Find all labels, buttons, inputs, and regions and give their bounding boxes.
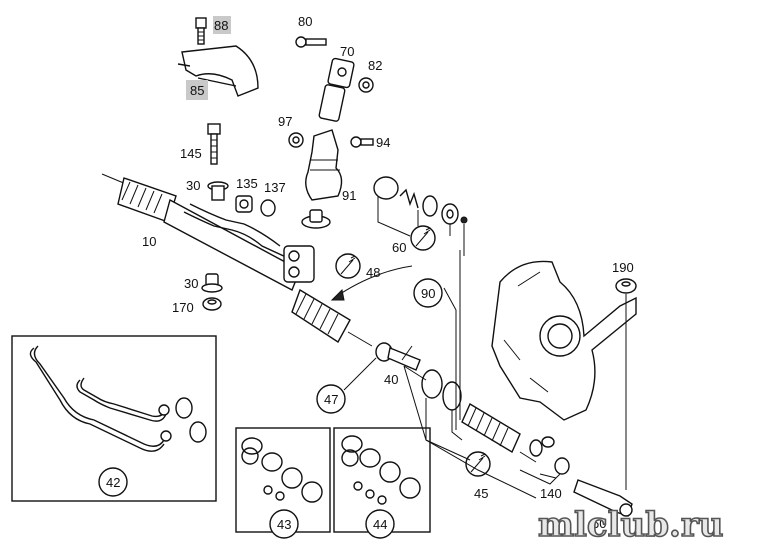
wrench-icon [410,225,436,251]
label-47: 47 [324,392,338,407]
nut-190 [615,278,637,294]
valve-cap [373,176,399,200]
label-44: 44 [373,517,387,532]
heat-shield-85 [177,45,259,97]
label-135: 135 [236,176,258,191]
washer-flange [301,209,331,229]
valve-ball [460,216,468,224]
tie-rod-end [573,479,633,517]
label-60-lower: 60 [592,516,606,531]
label-bg-85 [186,80,208,100]
clamp-ring-large [421,369,443,399]
label-80: 80 [298,14,312,29]
wrench-icon [465,451,491,477]
arrowhead [330,288,345,301]
universal-joint-70 [318,57,355,122]
label-10: 10 [142,234,156,249]
label-60-upper: 60 [392,240,406,255]
label-145: 145 [180,146,202,161]
bolt-88 [195,17,207,45]
fitting-135 [235,195,253,213]
label-170: 170 [172,300,194,315]
label-42: 42 [106,475,120,490]
callout-circle-42 [98,467,128,497]
bolt-80 [295,36,327,48]
label-90: 90 [421,286,435,301]
leader-60 [377,196,465,256]
label-48: 48 [366,265,380,280]
hydraulic-lines [29,345,207,452]
fitting-30-lower [201,273,223,293]
label-91: 91 [342,188,356,203]
bolt-145 [207,123,221,165]
label-88: 88 [214,18,228,33]
label-97: 97 [278,114,292,129]
small-clamp [529,436,555,457]
leader-47 [343,357,377,391]
fitting-30-upper [207,181,229,201]
leader-90 [443,250,461,430]
clamp-ring-medium [442,381,462,411]
seal-kit-43 [241,437,323,503]
label-190: 190 [612,260,634,275]
lock-nut-140 [554,457,570,475]
label-30-upper: 30 [186,178,200,193]
seal-ring-137 [260,199,276,217]
label-45: 45 [474,486,488,501]
tie-rod-boot-45 [461,402,521,454]
callout-circle-43 [269,509,299,539]
seal-kit-44 [341,435,421,505]
fitting-170 [202,297,222,311]
label-30-lower: 30 [184,276,198,291]
label-140: 140 [540,486,562,501]
label-82: 82 [368,58,382,73]
nut-97 [288,132,304,148]
label-94: 94 [376,135,390,150]
label-137: 137 [264,180,286,195]
label-70: 70 [340,44,354,59]
steering-boot-91 [305,129,343,201]
callout-circle-90 [413,278,443,308]
box-42 [11,335,217,502]
valve-nut [441,203,459,225]
steering-knuckle [491,260,637,421]
leader-140 [519,469,561,485]
leader-40 [403,365,537,499]
inner-tie-rod-40 [375,342,421,371]
nut-82 [358,77,374,93]
label-bg-88 [213,16,231,34]
watermark: mlclub.ru [538,505,723,545]
steering-rack-10 [101,173,373,347]
wrench-icon [335,253,361,279]
label-43: 43 [277,517,291,532]
callout-circle-44 [365,509,395,539]
o-ring [422,195,438,217]
callout-circle-47 [316,384,346,414]
label-85: 85 [190,83,204,98]
spring [399,188,419,209]
bolt-94 [350,136,374,148]
label-40: 40 [384,372,398,387]
